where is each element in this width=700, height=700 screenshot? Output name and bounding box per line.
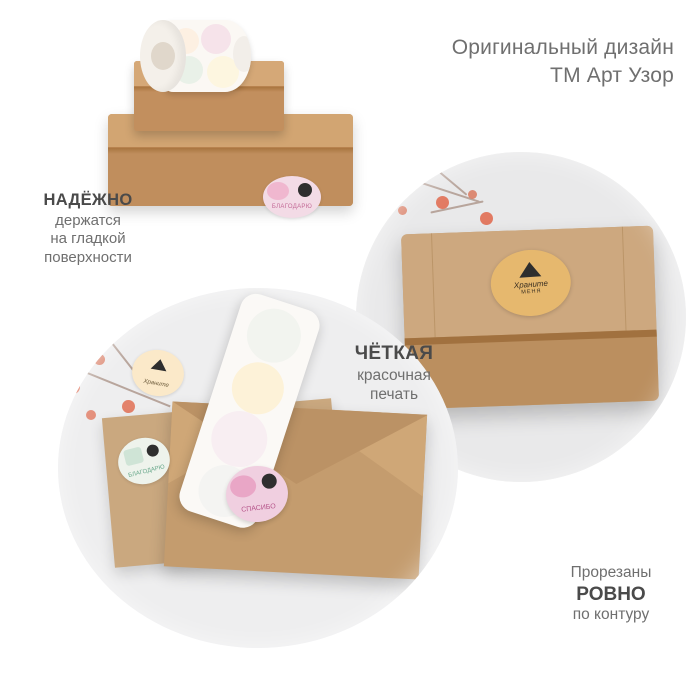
annotation-chetkaya: ЧЁТКАЯ красочная печать bbox=[326, 342, 462, 405]
annotation-prorezany: Прорезаны РОВНО по контуру bbox=[536, 564, 686, 625]
small-box-front bbox=[134, 87, 284, 131]
mountain-icon bbox=[150, 357, 169, 372]
sticker-dot-shape bbox=[260, 472, 278, 490]
annotation-chetkaya-title: ЧЁТКАЯ bbox=[354, 343, 434, 364]
annotation-prorezany-line3: по контуру bbox=[572, 606, 650, 624]
dried-flower-twig bbox=[376, 154, 526, 276]
sticker-roll-core bbox=[140, 20, 186, 92]
annotation-prorezany-line1: Прорезаны bbox=[570, 564, 652, 581]
sticker-blob-shape bbox=[267, 182, 289, 200]
page-title: Оригинальный дизайн ТМ Арт Узор bbox=[451, 36, 674, 87]
sticker-label-sub: МЕНЯ bbox=[521, 288, 542, 296]
roll-sticker bbox=[201, 24, 231, 54]
annotation-nadezhno-body: держатся на гладкой поверхности bbox=[44, 212, 132, 266]
annotation-prorezany-line2: РОВНО bbox=[576, 583, 646, 605]
sticker-blagodaryu-on-box: БЛАГОДАРЮ bbox=[263, 176, 321, 218]
roll-sticker bbox=[233, 36, 251, 72]
tape-sticker bbox=[239, 301, 308, 370]
sticker-label: БЛАГОДАРЮ bbox=[271, 204, 313, 210]
kraft-boxes-photo: БЛАГОДАРЮ bbox=[68, 6, 368, 241]
annotation-chetkaya-body: красочная печать bbox=[357, 367, 431, 404]
mountain-icon bbox=[518, 261, 542, 278]
annotation-nadezhno-title: НАДЁЖНО bbox=[43, 191, 133, 209]
sticker-blob-shape bbox=[229, 474, 258, 499]
tape-sticker bbox=[204, 403, 275, 475]
sticker-dot-shape bbox=[298, 183, 312, 197]
annotation-nadezhno: НАДЁЖНО держатся на гладкой поверхности bbox=[18, 190, 158, 267]
sticker-dot-shape bbox=[145, 443, 161, 458]
sticker-roll-on-box bbox=[140, 20, 251, 92]
sticker-label: Храните МЕНЯ bbox=[491, 277, 572, 298]
sticker-square-shape bbox=[122, 446, 145, 467]
envelope-roll-circle-photo: Храните БЛАГОДАРЮ СПАСИБО bbox=[58, 288, 458, 648]
